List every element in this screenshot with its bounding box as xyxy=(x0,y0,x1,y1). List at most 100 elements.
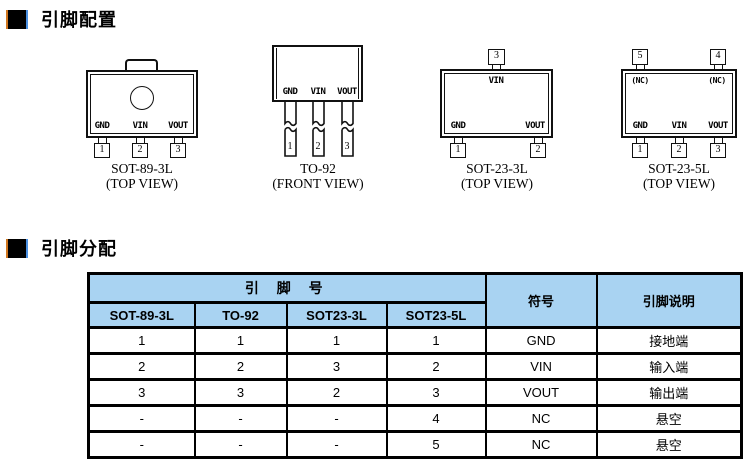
table-row: - - - 5 NC 悬空 xyxy=(87,430,743,459)
package-caption: SOT-23-3L xyxy=(466,161,528,176)
section-bullet-icon xyxy=(6,9,28,29)
table-row: 2 2 3 2 VIN 输入端 xyxy=(87,352,743,381)
pin-label: GND xyxy=(282,87,298,97)
table-cell-symbol: VIN xyxy=(484,352,598,381)
table-cell: 3 xyxy=(193,378,288,407)
table-cell-desc: 输出端 xyxy=(595,378,743,407)
pin-number: 2 xyxy=(315,141,321,152)
table-cell: 1 xyxy=(193,326,288,355)
package-view-caption: (TOP VIEW) xyxy=(460,176,534,191)
pin-label: VIN xyxy=(488,76,504,86)
table-cell: 2 xyxy=(285,378,388,407)
pin-number-box: 3 xyxy=(710,143,726,158)
pin-label: VOUT xyxy=(168,121,188,131)
pin-stub xyxy=(674,137,684,143)
pin-label: VOUT xyxy=(525,121,545,131)
table-cell-symbol: NC xyxy=(484,430,598,459)
pin-number-box: 1 xyxy=(94,143,110,158)
section-pin-assign-title: 引脚分配 xyxy=(6,235,117,261)
pin-stub xyxy=(533,137,543,143)
table-cell-desc: 悬空 xyxy=(595,404,743,433)
table-cell-symbol: GND xyxy=(484,326,598,355)
table-cell: 1 xyxy=(385,326,487,355)
table-cell-desc: 接地端 xyxy=(595,326,743,355)
table-header-cell: SOT23-3L xyxy=(285,301,388,329)
table-cell-desc: 悬空 xyxy=(595,430,743,459)
table-cell: 3 xyxy=(285,352,388,381)
table-cell-symbol: VOUT xyxy=(484,378,598,407)
table-cell: 3 xyxy=(385,378,487,407)
table-cell-desc: 输入端 xyxy=(595,352,743,381)
pin-stub xyxy=(713,64,723,70)
pin-lead xyxy=(311,102,325,157)
package-caption: SOT-23-5L xyxy=(648,161,710,176)
pin-stub xyxy=(492,64,501,70)
pin-label: VOUT xyxy=(337,87,357,97)
table-cell: - xyxy=(87,430,196,459)
pin-stub xyxy=(173,137,183,143)
table-cell: 1 xyxy=(285,326,388,355)
table-cell: - xyxy=(87,404,196,433)
table-row: 1 1 1 1 GND 接地端 xyxy=(87,326,743,355)
package-inner-outline xyxy=(625,73,733,134)
table-header-cell: SOT23-5L xyxy=(385,301,487,329)
package-body xyxy=(86,70,198,138)
package-view-caption: (TOP VIEW) xyxy=(642,176,716,191)
pin-label: (NC) xyxy=(631,76,649,85)
pin-number-box: 3 xyxy=(488,49,505,65)
pin-lead xyxy=(283,102,297,157)
package-inner-outline xyxy=(90,74,194,134)
pin-number-box: 2 xyxy=(671,143,687,158)
package-caption: TO-92 xyxy=(300,161,336,176)
pin-stub xyxy=(453,137,463,143)
pin-number-box: 2 xyxy=(530,143,546,158)
table-header-symbol: 符号 xyxy=(484,272,598,329)
pin-number-box: 5 xyxy=(632,49,648,65)
package-circle-mark xyxy=(130,86,154,110)
pin-number-box: 4 xyxy=(710,49,726,65)
table-header-desc: 引脚说明 xyxy=(595,272,743,329)
table-cell: 1 xyxy=(87,326,196,355)
pin-number: 3 xyxy=(344,141,350,152)
pin-lead xyxy=(340,102,354,157)
section-bullet-icon xyxy=(6,238,28,258)
pin-label: GND xyxy=(450,121,466,131)
pin-number-box: 2 xyxy=(132,143,148,158)
table-row: 3 3 2 3 VOUT 输出端 xyxy=(87,378,743,407)
section-title-text: 引脚分配 xyxy=(41,239,117,259)
table-cell: 3 xyxy=(87,378,196,407)
pin-label: VIN xyxy=(671,121,687,131)
pin-label: VOUT xyxy=(708,121,728,131)
pin-stub xyxy=(635,137,645,143)
package-inner-outline xyxy=(358,48,359,99)
package-tab xyxy=(125,59,158,72)
section-title-text: 引脚配置 xyxy=(41,10,117,30)
table-cell: 5 xyxy=(385,430,487,459)
package-view-caption: (FRONT VIEW) xyxy=(272,176,364,191)
pin-number: 1 xyxy=(287,141,293,152)
table-cell: 4 xyxy=(385,404,487,433)
section-pin-config-title: 引脚配置 xyxy=(6,6,117,32)
table-header-cell: TO-92 xyxy=(193,301,288,329)
pin-stub xyxy=(97,137,107,143)
pin-stub xyxy=(135,137,145,143)
pin-number-box: 1 xyxy=(632,143,648,158)
pin-label: VIN xyxy=(310,87,326,97)
table-cell: 2 xyxy=(193,352,288,381)
table-cell: - xyxy=(193,430,288,459)
pin-label: GND xyxy=(94,121,110,131)
package-inner-outline xyxy=(444,73,549,134)
package-view-caption: (TOP VIEW) xyxy=(105,176,179,191)
table-cell: - xyxy=(193,404,288,433)
package-body xyxy=(440,69,553,138)
package-caption: SOT-89-3L xyxy=(111,161,173,176)
pin-stub xyxy=(713,137,723,143)
table-header-cell: SOT-89-3L xyxy=(87,301,196,329)
table-cell: 2 xyxy=(87,352,196,381)
table-cell: - xyxy=(285,430,388,459)
pin-assignment-table: 引 脚 号 符号 引脚说明 SOT-89-3L TO-92 SOT23-3L S… xyxy=(87,272,744,459)
table-row: - - - 4 NC 悬空 xyxy=(87,404,743,433)
package-body xyxy=(272,45,363,102)
table-group-header: 引 脚 号 xyxy=(87,272,487,304)
table-cell-symbol: NC xyxy=(484,404,598,433)
